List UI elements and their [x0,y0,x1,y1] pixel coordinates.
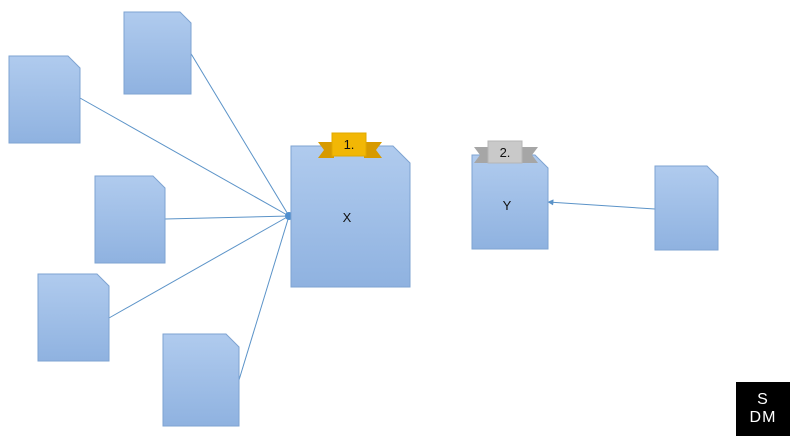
document-shape-2 [8,55,81,144]
silver-ribbon-badge: 2. [474,140,538,164]
silver-ribbon-right-tail [520,147,538,163]
silver-ribbon-left-tail [474,147,490,163]
document-shape-6 [654,165,719,251]
rank-1-label: 1. [344,137,355,152]
edge-doc6-to-y [547,199,656,210]
gold-ribbon-body [331,132,367,157]
edges [79,51,656,381]
edge-doc4-to-x [108,215,290,319]
node-label-y: Y [503,198,512,213]
document-shape-5 [162,333,240,427]
gold-ribbon-right-tail [364,142,382,158]
logo-line-2: DM [749,409,777,426]
silver-ribbon-body [487,140,523,164]
documents [8,11,719,427]
edge-doc3-to-x [164,215,290,220]
node-label-x: X [343,210,352,225]
edge-doc5-to-x [238,215,290,381]
document-shape-3 [94,175,166,264]
document-shape-4 [37,273,110,362]
logo-line-1: S [757,391,769,408]
gold-ribbon-left-tail [318,142,334,158]
rank-2-label: 2. [500,145,511,160]
edge-doc1-to-x [189,51,290,217]
edge-doc2-to-x [79,97,290,217]
sdm-logo: S DM [736,382,790,436]
gold-ribbon-badge: 1. [318,132,382,158]
document-shape-1 [123,11,192,95]
